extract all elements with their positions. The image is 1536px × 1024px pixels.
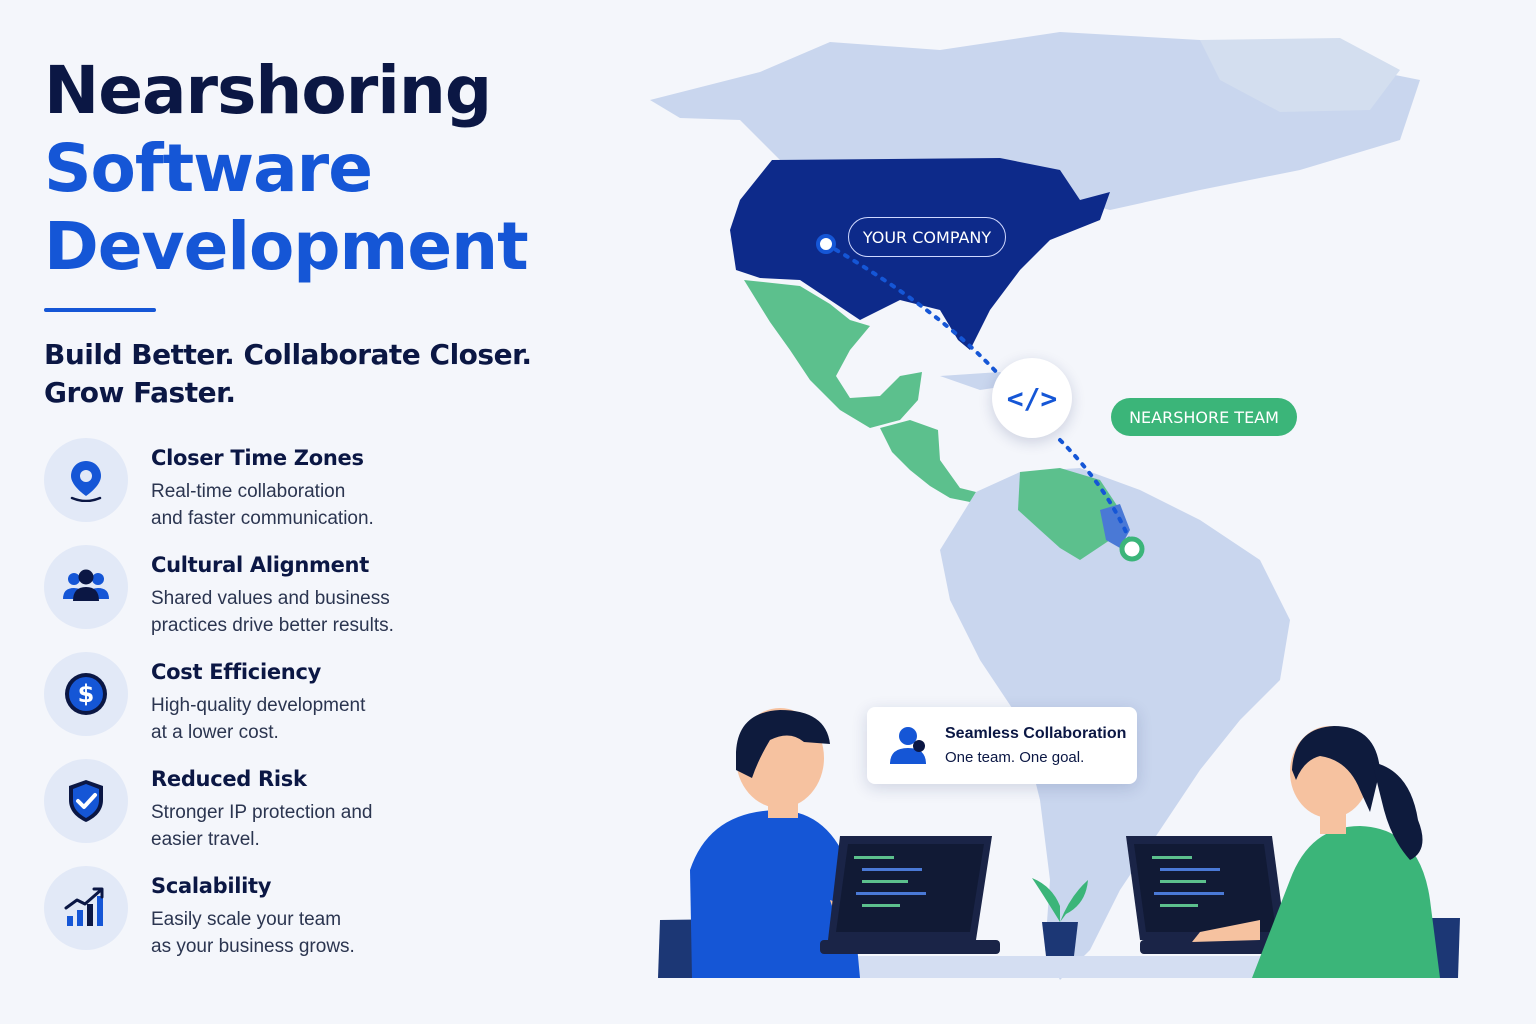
laptop-right <box>1126 836 1310 954</box>
feature-desc-line: Real-time collaboration <box>151 481 346 502</box>
feature-list: Closer Time Zones Real-time collaboratio… <box>44 438 524 973</box>
feature-item: Closer Time Zones Real-time collaboratio… <box>44 438 524 545</box>
feature-desc-line: at a lower cost. <box>151 722 279 743</box>
shield-check-icon <box>44 759 128 843</box>
feature-desc-line: Stronger IP protection and <box>151 802 373 823</box>
location-pin-icon <box>44 438 128 522</box>
growth-chart-icon <box>44 866 128 950</box>
company-label: YOUR COMPANY <box>848 217 1006 257</box>
feature-desc-line: High-quality development <box>151 695 366 716</box>
code-icon: </> <box>992 358 1072 438</box>
feature-title: Cost Efficiency <box>151 660 321 684</box>
feature-item: Cultural Alignment Shared values and bus… <box>44 545 524 652</box>
title-divider <box>44 308 156 312</box>
feature-desc-line: Easily scale your team <box>151 909 342 930</box>
feature-desc: High-quality development at a lower cost… <box>151 692 481 746</box>
feature-title: Closer Time Zones <box>151 446 364 470</box>
tagline-line-2: Grow Faster. <box>44 376 236 409</box>
mexico-region <box>744 280 922 428</box>
nearshore-team-label: NEARSHORE TEAM <box>1111 398 1297 436</box>
company-marker <box>816 234 836 254</box>
dollar-icon: $ <box>44 652 128 736</box>
tagline: Build Better. Collaborate Closer. Grow F… <box>44 336 604 412</box>
plant <box>1032 878 1088 956</box>
central-america-region <box>880 420 976 502</box>
developers-illustration <box>658 708 1460 978</box>
laptop-left <box>820 836 1000 954</box>
feature-desc-line: practices drive better results. <box>151 615 394 636</box>
feature-item: Reduced Risk Stronger IP protection and … <box>44 759 524 866</box>
feature-desc-line: easier travel. <box>151 829 260 850</box>
feature-title: Reduced Risk <box>151 767 307 791</box>
greenland-land <box>1200 38 1400 112</box>
guyana-region <box>1100 504 1130 548</box>
desk <box>770 956 1310 978</box>
feature-item: $ Cost Efficiency High-quality developme… <box>44 652 524 759</box>
feature-desc-line: Shared values and business <box>151 588 390 609</box>
feature-desc: Shared values and business practices dri… <box>151 585 481 639</box>
team-icon <box>44 545 128 629</box>
connection-line <box>824 242 1134 548</box>
team-marker <box>1119 536 1145 562</box>
collaboration-card: Seamless Collaboration One team. One goa… <box>867 707 1137 784</box>
feature-desc: Real-time collaboration and faster commu… <box>151 478 481 532</box>
svg-text:$: $ <box>78 680 95 708</box>
hero: Nearshoring Software Development Build B… <box>44 52 604 412</box>
feature-desc-line: as your business grows. <box>151 936 355 957</box>
developer-right <box>1192 726 1440 978</box>
feature-title: Scalability <box>151 874 272 898</box>
feature-title: Cultural Alignment <box>151 553 369 577</box>
title-line-2: Software <box>44 130 373 207</box>
feature-item: Scalability Easily scale your team as yo… <box>44 866 524 973</box>
title-line-3: Development <box>44 208 529 285</box>
feature-desc-line: and faster communication. <box>151 508 374 529</box>
venezuela-colombia-region <box>1018 468 1120 560</box>
collaboration-title: Seamless Collaboration <box>945 725 1127 742</box>
collaboration-subtitle: One team. One goal. <box>945 749 1085 766</box>
title-line-1: Nearshoring <box>44 52 492 129</box>
feature-desc: Stronger IP protection and easier travel… <box>151 799 481 853</box>
feature-desc: Easily scale your team as your business … <box>151 906 481 960</box>
user-icon <box>887 724 929 773</box>
tagline-line-1: Build Better. Collaborate Closer. <box>44 338 532 371</box>
page-title: Nearshoring Software Development <box>44 52 604 286</box>
